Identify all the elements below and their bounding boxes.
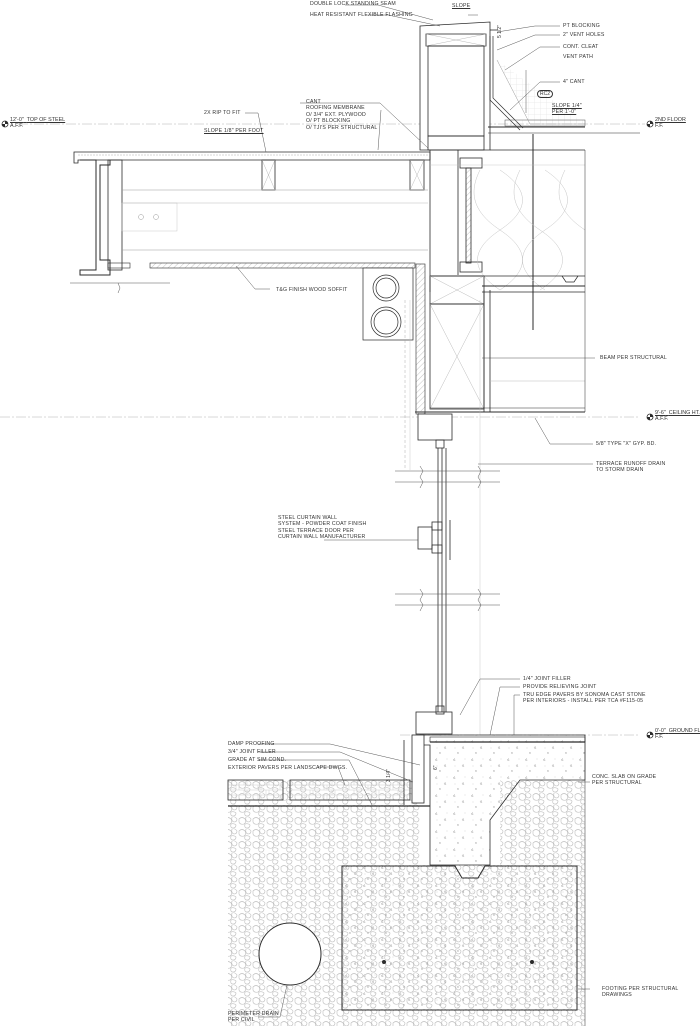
level-name: 2ND FLOOR [655,117,686,123]
note-slab-on-grade: CONC. SLAB ON GRADE PER STRUCTURAL [592,774,656,787]
note-joint-filler-3-4: 3/4" JOINT FILLER [228,749,276,755]
note-joint-filler-quarter: 1/4" JOINT FILLER [523,676,571,682]
note-exterior-pavers: EXTERIOR PAVERS PER LANDSCAPE DWGS. [228,765,348,771]
ground [227,734,586,1026]
parapet [419,21,640,330]
roof-stack-line: CANT [306,99,321,105]
footing-line: DRAWINGS [602,992,632,999]
detail-tag-rc2: RC2 [537,90,554,98]
level-elevation: 9'-6" [655,410,666,416]
level-sub: F.F. [655,734,664,741]
level-sub: A.F.F. [10,123,24,130]
note-flexible-flashing: HEAT RESISTANT FLEXIBLE FLASHING [310,12,413,18]
perimeter-line: PER CIVIL [228,1017,255,1024]
roof-stack-line: O/ 3/4" EXT. PLYWOOD [306,111,366,118]
note-beam: BEAM PER STRUCTURAL [600,355,667,361]
curtain-wall-line: CURTAIN WALL MANUFACTURER [278,534,366,541]
slope-per: PER 1'-0" [552,109,577,116]
level-name: TOP OF STEEL [26,117,66,123]
note-perimeter-drain: PERIMETER DRAIN PER CIVIL [228,1011,279,1024]
level-ceiling-ht: 9'-6" CEILING HT. A.F.F. [655,410,700,423]
slope-value: SLOPE 1/4" [552,103,582,109]
curtain-wall-line: STEEL CURTAIN WALL [278,515,338,521]
level-sub: A.F.F. [655,416,669,423]
dimension-parapet: 5 1/2" [497,25,503,38]
note-vent-holes: 2" VENT HOLES [563,32,605,38]
level-elevation: 0'-0" [655,728,666,734]
note-interior-pavers: TRU EDGE PAVERS BY SONOMA CAST STONE PER… [523,692,646,705]
curtain-wall [395,300,500,735]
footing-line: FOOTING PER STRUCTURAL [602,986,679,992]
note-runoff-drain: TERRACE RUNOFF DRAIN TO STORM DRAIN [596,461,665,474]
note-slope-right: SLOPE 1/4" PER 1'-0" [552,103,582,116]
note-gyp-board: 5/8" TYPE "X" GYP. BD. [596,441,657,447]
level-markers [1,120,654,739]
level-name: CEILING HT. [668,410,700,416]
pavers-line: PER INTERIORS - INSTALL PER TCA #F115-05 [523,698,644,705]
slab-line: PER STRUCTURAL [592,780,642,787]
roof-stack-line: ROOFING MEMBRANE [306,105,365,112]
note-cont-cleat: CONT. CLEAT [563,44,599,50]
level-top-of-steel: 12'-0" TOP OF STEEL A.F.F. [10,117,65,130]
note-footing: FOOTING PER STRUCTURAL DRAWINGS [602,986,678,999]
runoff-line: TO STORM DRAIN [596,467,644,474]
level-name: GROUND FLOOR [668,728,700,734]
roof-drains [362,267,414,341]
note-curtain-wall: STEEL CURTAIN WALL SYSTEM - POWDER COAT … [278,515,367,541]
note-slope-left: SLOPE 1/8" PER FOOT [204,128,264,134]
canopy [70,151,431,294]
note-vent-path: VENT PATH [563,54,594,60]
curtain-wall-line: SYSTEM - POWDER COAT FINISH [278,521,367,528]
note-pt-blocking: PT BLOCKING [563,23,600,29]
perimeter-line: PERIMETER DRAIN [228,1011,279,1017]
wall-assembly [404,150,586,470]
roof-stack-line: O/ PT BLOCKING [306,118,351,125]
note-4in-cant: 4" CANT [563,79,585,85]
level-sub: F.F. [655,123,664,130]
pavers-line: TRU EDGE PAVERS BY SONOMA CAST STONE [523,692,646,698]
note-slope-top: SLOPE [452,3,471,9]
dimension-step: 3 1/4" [386,769,392,782]
slab-line: CONC. SLAB ON GRADE [592,774,657,780]
note-damp-proofing: DAMP PROOFING [228,741,275,747]
level-ground-floor: 0'-0" GROUND FLOOR F.F. [655,728,700,741]
level-lines [0,123,645,736]
note-standing-seam: DOUBLE LOCK STANDING SEAM [310,1,396,7]
leader-lines [235,4,595,1018]
roof-stack-line: O/ TJI's PER STRUCTURAL [306,124,378,131]
curtain-wall-line: STEEL TERRACE DOOR PER [278,527,354,534]
note-wood-soffit: T&G FINISH WOOD SOFFIT [276,287,348,293]
note-grade: GRADE AT SIM COND. [228,757,287,763]
note-relieving-joint: PROVIDE RELIEVING JOINT [523,684,597,690]
note-roof-stack: CANT ROOFING MEMBRANE O/ 3/4" EXT. PLYWO… [306,99,378,131]
note-rip-to-fit: 2x RIP TO FIT [204,110,241,116]
runoff-line: TERRACE RUNOFF DRAIN [596,461,666,467]
dimension-curb: 6" [433,765,439,770]
level-second-floor: 2ND FLOOR F.F. [655,117,686,130]
level-elevation: 12'-0" [10,117,24,123]
